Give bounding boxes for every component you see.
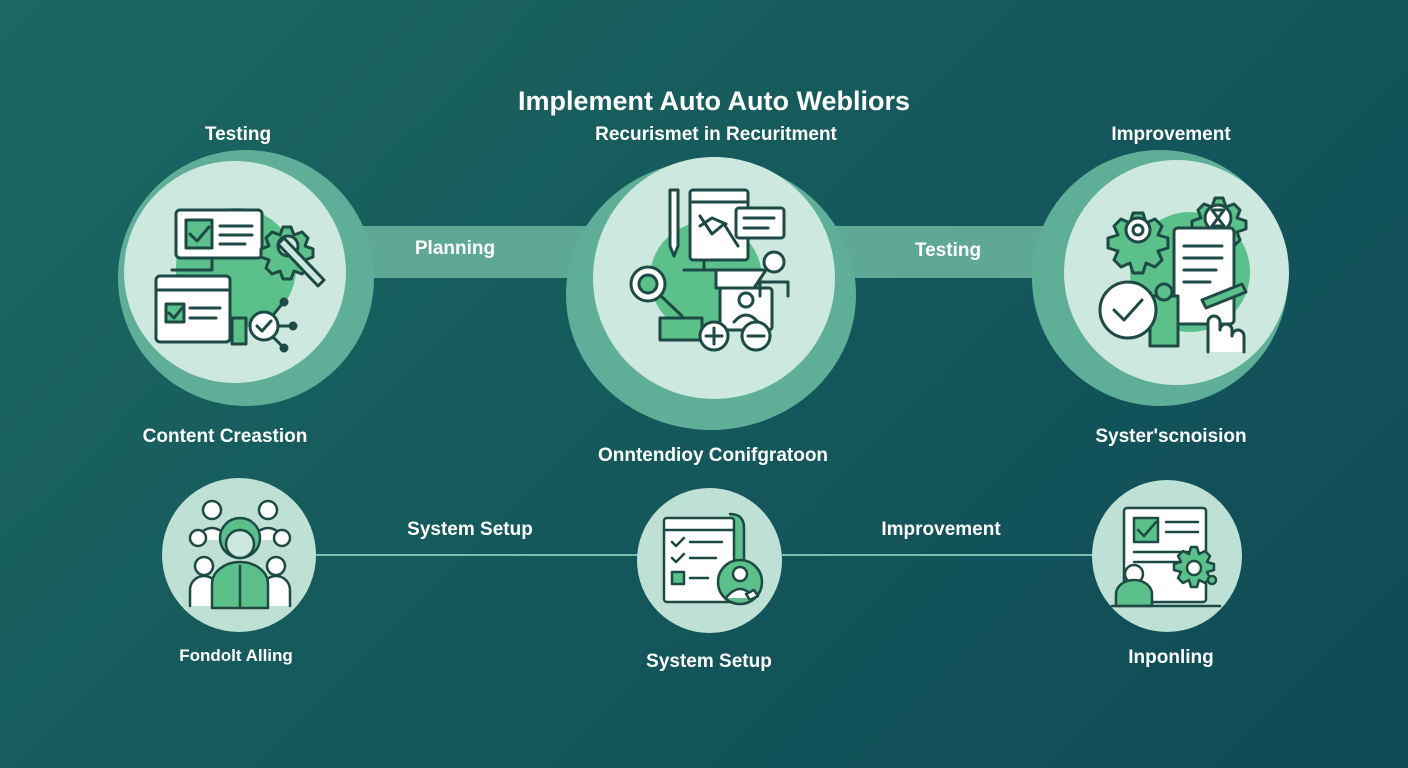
heading-recruitment: Recurismet in Recuritment (595, 124, 837, 145)
band-label-planning: Planning (414, 238, 496, 259)
caption-system-decision: Syster'scnoision (1095, 426, 1247, 447)
document-gear-user-icon (1110, 506, 1222, 608)
caption-inponling: Inponling (1128, 647, 1214, 668)
checklist-gear-pencil-icon (154, 208, 326, 353)
team-group-icon (188, 499, 292, 610)
caption-fondolt-alling: Fondolt Alling (179, 646, 293, 665)
caption-content-creation: Content Creastion (142, 426, 308, 447)
bottom-connector-right (782, 554, 1094, 556)
line-label-system-setup: System Setup (407, 519, 533, 540)
planning-dashboard-icon (629, 188, 790, 352)
caption-system-setup: System Setup (646, 651, 772, 672)
caption-configuration: Onntendioy Conifgratoon (597, 445, 829, 466)
band-label-testing: Testing (914, 240, 982, 261)
gear-hourglass-document-icon (1098, 196, 1248, 354)
heading-testing: Testing (204, 124, 272, 145)
page-title: Implement Auto Auto Webliors (517, 86, 911, 116)
line-label-improvement: Improvement (881, 519, 1001, 540)
heading-improvement: Improvement (1111, 124, 1231, 145)
checklist-user-icon (662, 512, 764, 606)
bottom-connector-left (314, 554, 639, 556)
